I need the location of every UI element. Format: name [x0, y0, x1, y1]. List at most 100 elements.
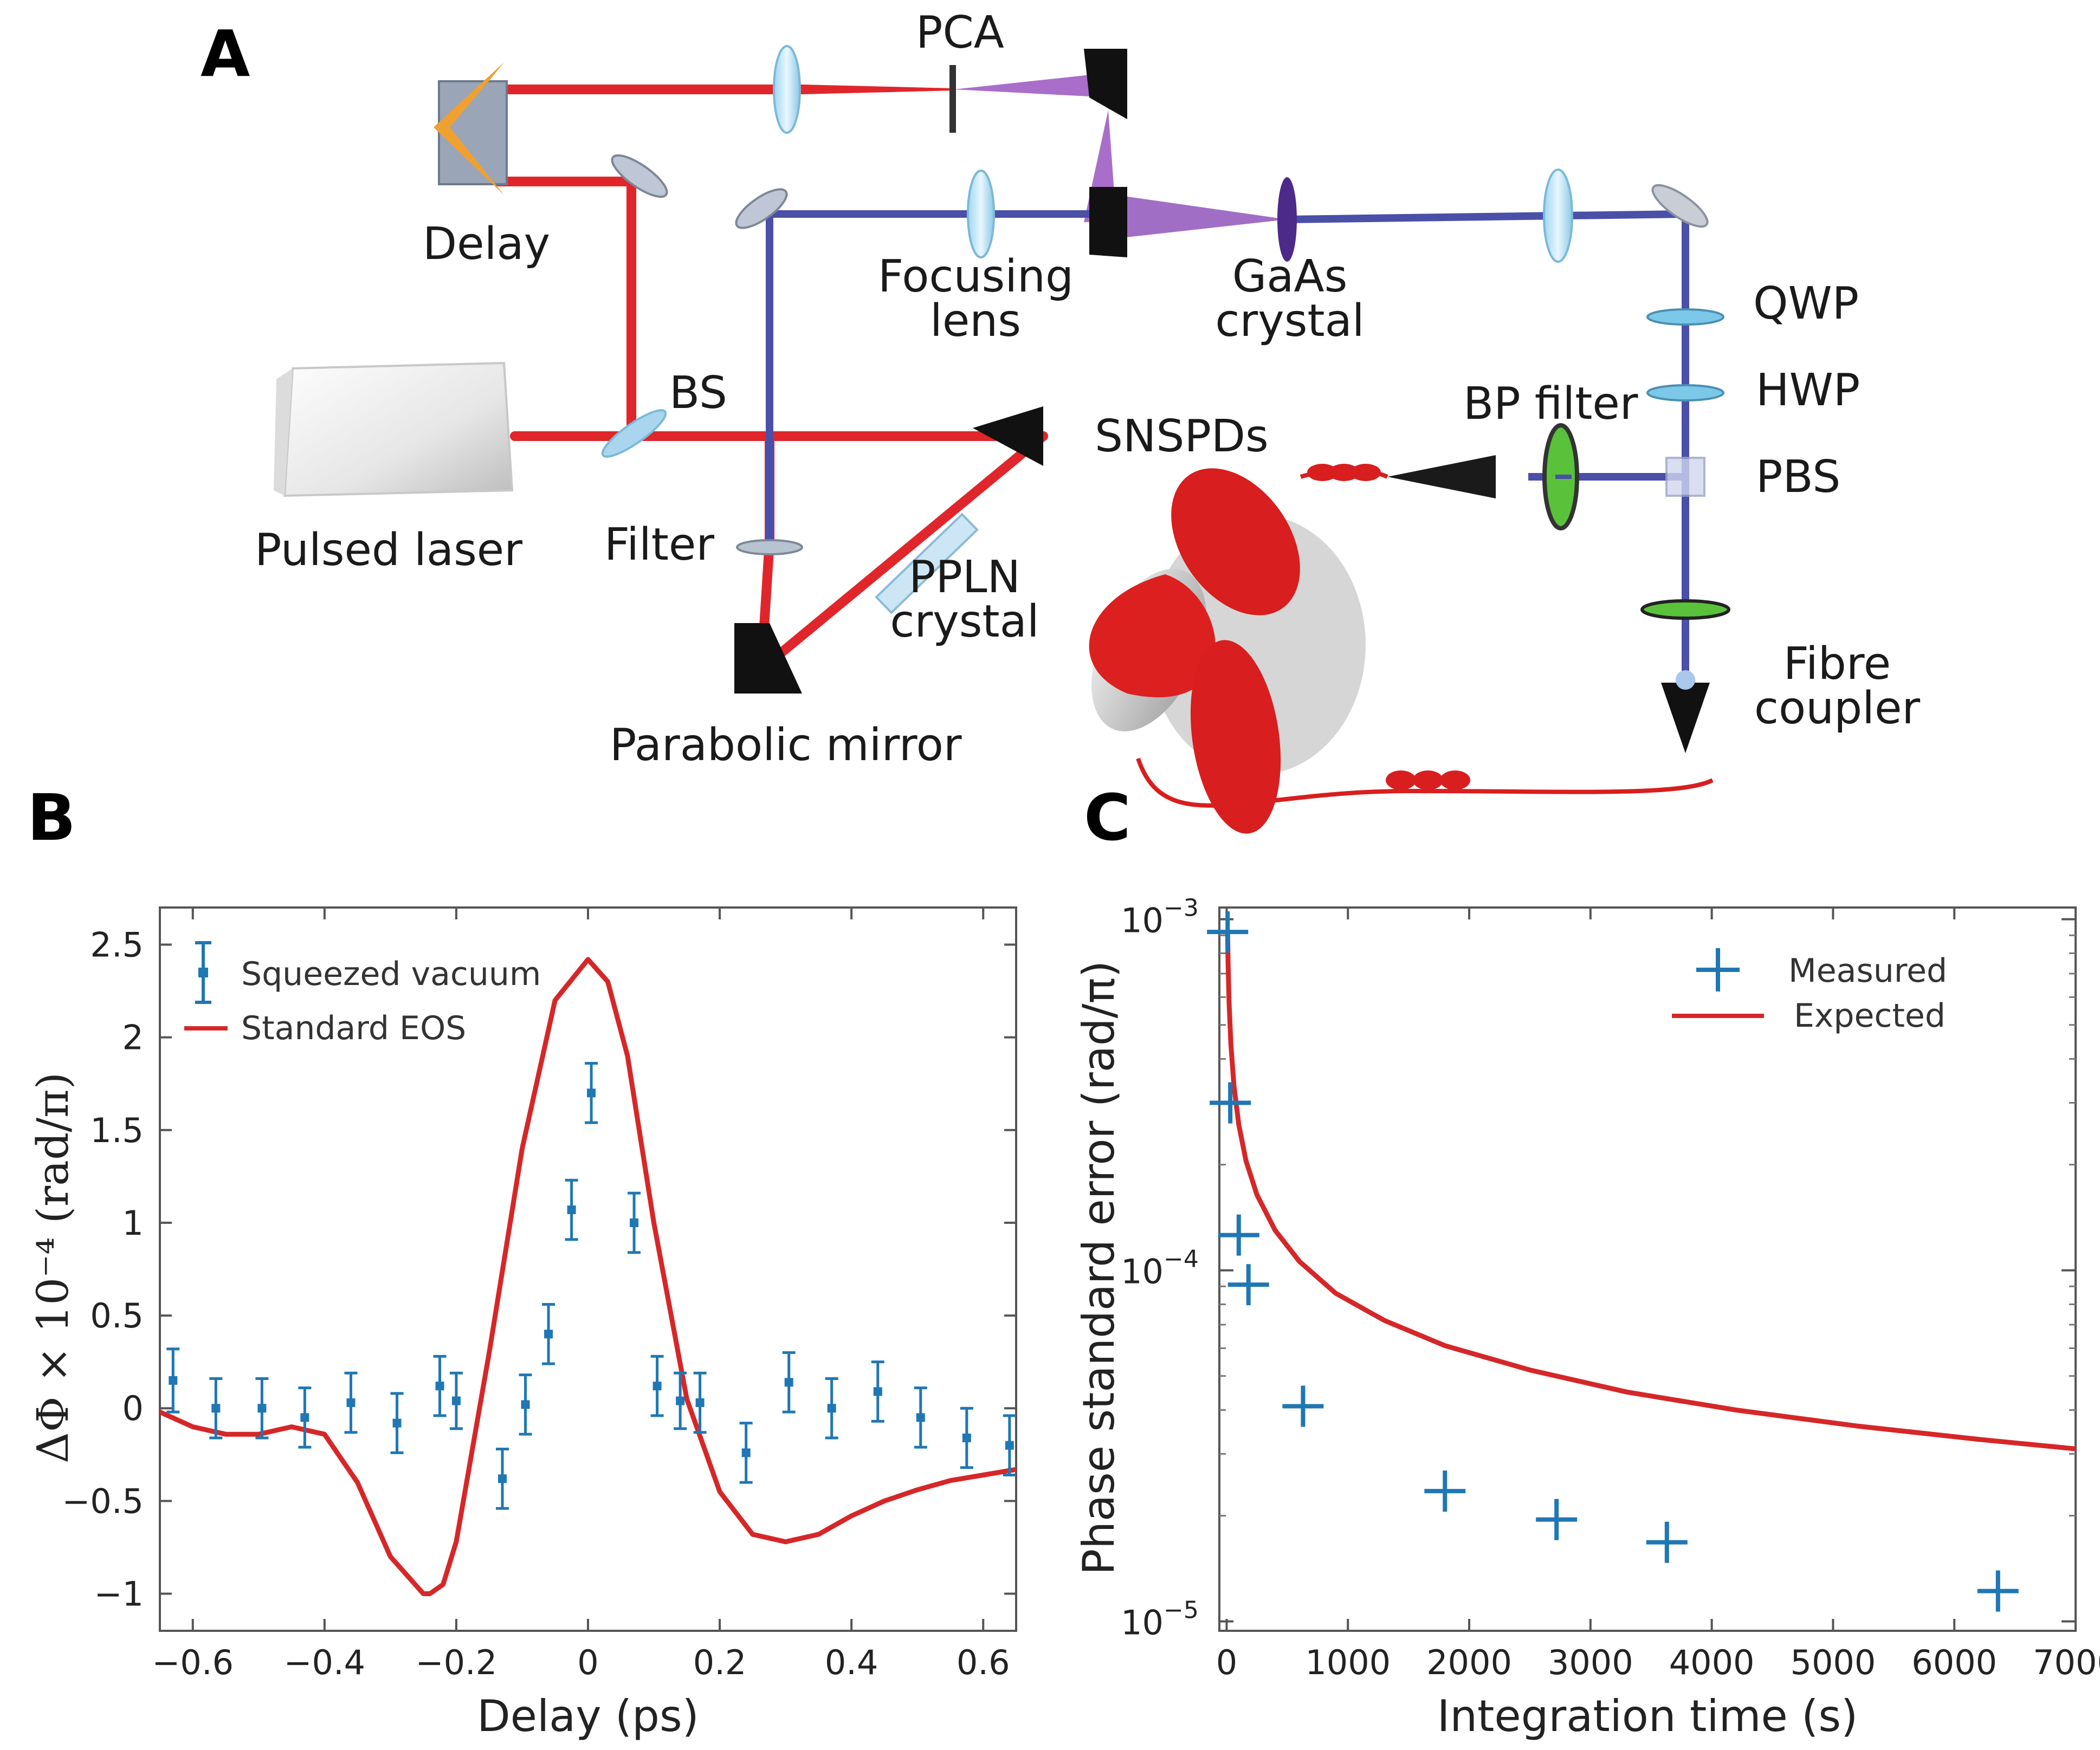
- squeezed-point: [211, 1404, 221, 1413]
- chart-b-ylabel: ΔΦ × 10⁻⁴ (rad/π): [28, 1072, 78, 1463]
- fibre-coupler: [1661, 683, 1710, 753]
- pca-focus-beam: [780, 84, 954, 95]
- fibre-coupler-label: Fibre coupler: [1734, 642, 1940, 731]
- squeezed-point: [873, 1387, 882, 1396]
- qwp-label: QWP: [1753, 278, 1859, 329]
- b-ytick-label: 0.5: [90, 1296, 144, 1336]
- expected-curve: [1225, 932, 2076, 1451]
- qwp-plate: [1646, 308, 1724, 326]
- pump-beam-path: [494, 85, 1048, 674]
- measured-point: [1227, 1264, 1269, 1306]
- parabolic-mirror-label: Parabolic mirror: [610, 720, 962, 771]
- delay-retroreflector: [434, 62, 504, 195]
- fibre-line2: coupler: [1754, 683, 1921, 734]
- legend-expected: Expected: [1794, 997, 1946, 1035]
- b-ytick-label: −0.5: [62, 1481, 144, 1521]
- squeezed-point: [392, 1418, 402, 1428]
- measured-point: [1218, 1214, 1259, 1256]
- chart-c-xlabel: Integration time (s): [1437, 1691, 1858, 1741]
- bs-label: BS: [669, 367, 727, 419]
- panel-a-letter: A: [201, 16, 250, 91]
- c-xtick-label: 5000: [1791, 1643, 1876, 1682]
- pca-lens: [773, 45, 801, 134]
- snspds-label: SNSPDs: [1095, 411, 1269, 462]
- focusing-lens-line1: Focusing: [878, 251, 1074, 302]
- gaas-line1: GaAs: [1232, 251, 1348, 302]
- thz-to-gaas: [1116, 195, 1287, 238]
- delay-label: Delay: [423, 218, 551, 270]
- fibre-line1: Fibre: [1783, 638, 1891, 690]
- pulsed-laser-label: Pulsed laser: [255, 524, 522, 576]
- squeezed-point: [916, 1413, 925, 1422]
- b-xtick-label: −0.2: [416, 1643, 497, 1682]
- squeezed-point: [827, 1404, 836, 1413]
- pbs-label: PBS: [1756, 451, 1841, 503]
- measured-point: [1210, 1082, 1251, 1124]
- coupler-ball: [1676, 670, 1695, 690]
- c-xtick-label: 1000: [1305, 1643, 1391, 1682]
- squeezed-point: [695, 1398, 705, 1407]
- b-xtick-label: 0.2: [693, 1643, 747, 1682]
- c-xtick-label: 4000: [1669, 1643, 1755, 1682]
- parabolic-mirror-right: [973, 406, 1043, 466]
- b-ytick-label: 2: [122, 1018, 144, 1058]
- c-xtick-label: 3000: [1548, 1643, 1633, 1682]
- chart-b-xlabel: Delay (ps): [477, 1691, 699, 1741]
- b-xtick-label: 0.6: [957, 1643, 1010, 1682]
- chart-c-legend: Measured Expected: [1672, 948, 1947, 1035]
- squeezed-point: [451, 1396, 461, 1405]
- c-xtick-label: 6000: [1911, 1643, 1997, 1682]
- measured-point: [1424, 1470, 1466, 1512]
- gaas-line2: crystal: [1215, 295, 1365, 347]
- b-xtick-label: 0: [577, 1643, 598, 1682]
- parabolic-mirror-bottom: [734, 623, 802, 693]
- gaas-label: GaAs crystal: [1209, 255, 1371, 343]
- b-xtick-label: −0.4: [284, 1643, 366, 1682]
- hwp-plate: [1646, 384, 1724, 401]
- squeezed-point: [784, 1378, 793, 1387]
- ppln-label: PPLN crystal: [889, 555, 1041, 644]
- ppln-crystal: [875, 513, 979, 614]
- c-xtick-label: 7000: [2033, 1643, 2100, 1682]
- snspd-assembly: [1089, 464, 1714, 834]
- c-ytick-label: 10−5: [1121, 1597, 1199, 1643]
- delay-stage: [438, 80, 508, 185]
- probe-mirror-right: [1651, 184, 1709, 228]
- legend-standard-eos: Standard EOS: [241, 1009, 466, 1047]
- measured-point: [1207, 911, 1249, 953]
- beam-splitter: [601, 409, 667, 458]
- panel-b-letter: B: [27, 780, 76, 855]
- squeezed-point: [346, 1398, 356, 1407]
- squeezed-point: [741, 1448, 751, 1457]
- filter-label: Filter: [604, 519, 715, 571]
- focusing-lens-line2: lens: [930, 295, 1021, 347]
- focusing-lens-label: Focusing lens: [878, 251, 1074, 347]
- squeezed-point: [630, 1218, 639, 1227]
- chart-c-frame: [1218, 906, 2077, 1632]
- squeezed-point: [676, 1396, 685, 1405]
- squeezed-point: [544, 1330, 553, 1339]
- ppln-line2: crystal: [890, 596, 1039, 647]
- legend-squeezed-vacuum: Squeezed vacuum: [241, 955, 541, 993]
- pca-chip: [949, 65, 956, 133]
- pbs-cube: [1665, 457, 1705, 497]
- filter-optic: [736, 539, 803, 555]
- parabolic-mirror-top: [1084, 49, 1127, 119]
- bp-filter-lower: [1640, 599, 1730, 620]
- measured-point: [1282, 1385, 1324, 1427]
- squeezed-point: [652, 1382, 662, 1391]
- b-ytick-label: 0: [122, 1389, 144, 1428]
- squeezed-point: [169, 1376, 178, 1385]
- top-steering-mirror: [611, 154, 668, 198]
- chart-c-ylabel: Phase standard error (rad/π): [1074, 961, 1124, 1575]
- b-ytick-label: 2.5: [90, 925, 144, 964]
- gaas-crystal: [1277, 177, 1297, 262]
- squeezed-point: [498, 1474, 507, 1483]
- c-ytick-label: 10−3: [1121, 895, 1199, 941]
- pca-label: PCA: [916, 7, 1004, 59]
- squeezed-point: [300, 1413, 309, 1422]
- focusing-lens: [967, 170, 995, 258]
